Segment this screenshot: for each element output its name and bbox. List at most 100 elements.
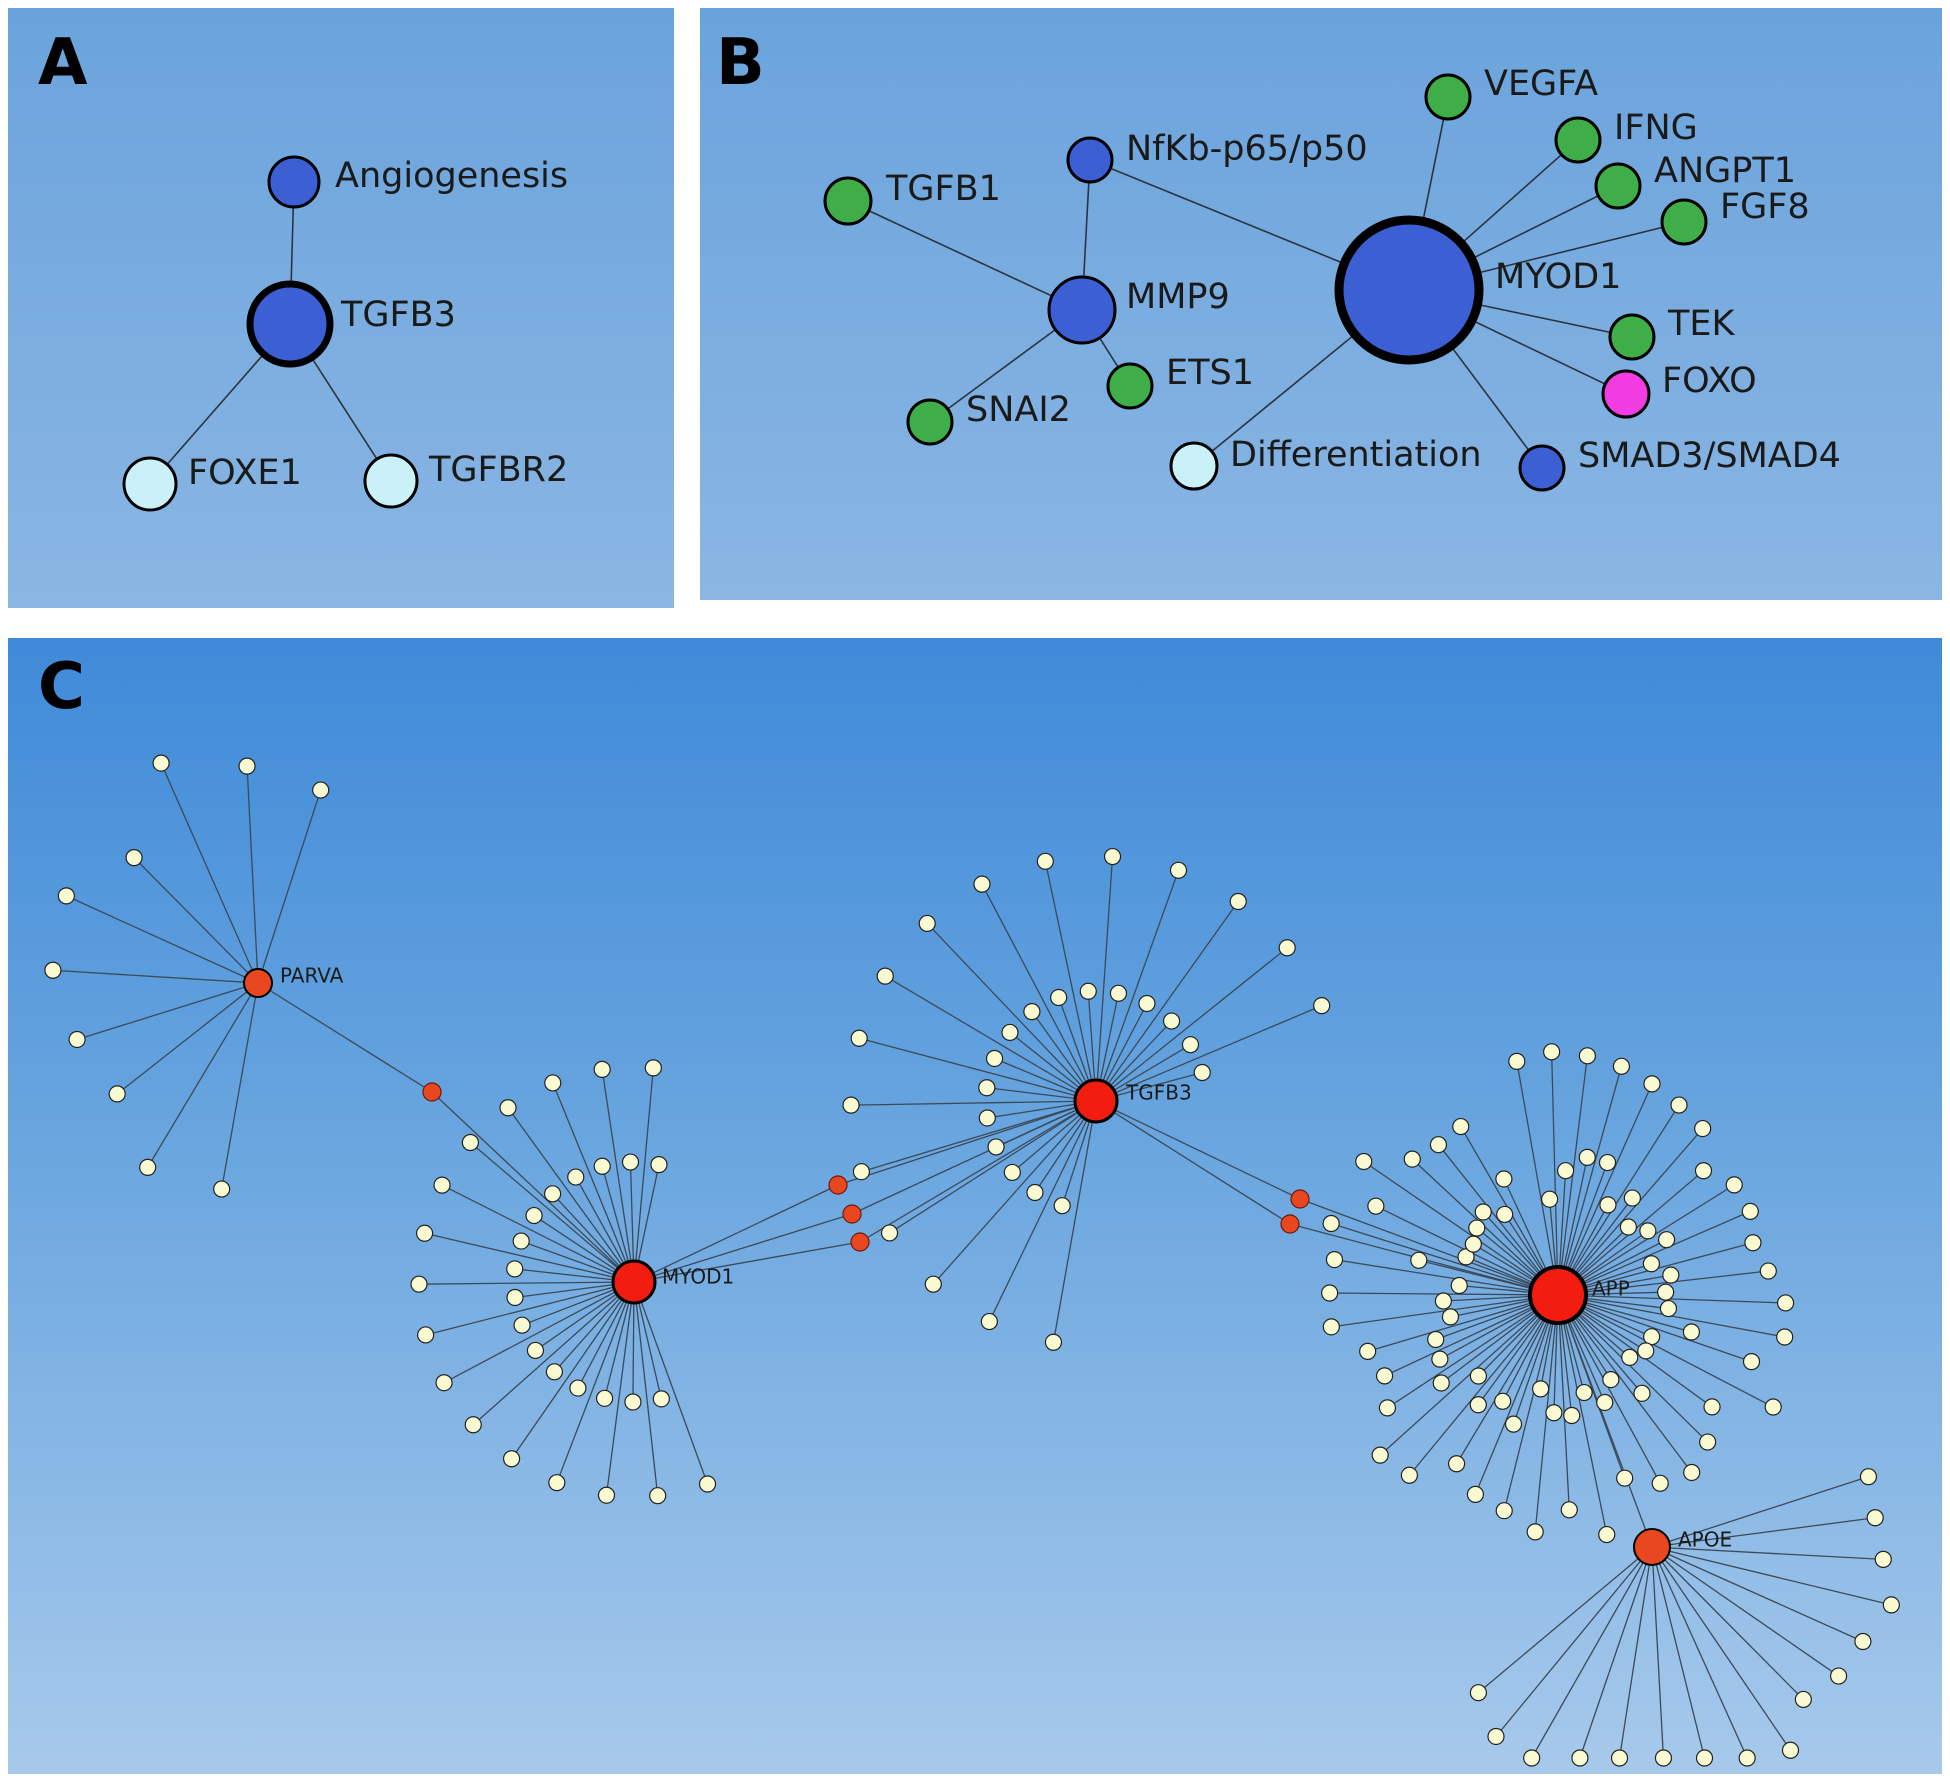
edge-app-leaf-1 [1550,1051,1559,1296]
edge-tgfb3-leaf-18 [981,883,1097,1102]
edge-apoe-leaf-13 [1531,1546,1653,1759]
leaf-node-app-64 [1532,1380,1550,1398]
node-label-snai2: SNAI2 [966,390,1071,430]
edge-app-leaf-4 [1557,1083,1653,1296]
node-ifng [1554,116,1602,164]
edge-l6-tgfb3 [1095,1100,1291,1225]
leaf-node-app-1 [1543,1043,1561,1061]
linker-node-l2 [828,1175,848,1195]
edge-app-leaf-27 [1408,1294,1559,1476]
edge-apoe-leaf-11 [1618,1546,1653,1759]
leaf-node-app-26 [1447,1455,1466,1473]
leaf-node-tgfb3-1 [1053,1197,1071,1215]
edge-mmp9-tgfb1 [847,200,1083,311]
edge-myod1-leaf-18 [424,1232,635,1283]
leaf-node-tgfb3-9 [978,1109,996,1127]
edge-app-leaf-31 [1367,1294,1559,1352]
node-label-mmp9: MMP9 [1126,277,1230,317]
leaf-node-parva-9 [312,781,330,799]
leaf-node-apoe-14 [1487,1727,1505,1746]
leaf-node-parva-5 [57,887,75,905]
leaf-node-app-62 [1563,1406,1581,1425]
leaf-node-myod1-20 [433,1176,451,1194]
edge-tgfb3-leaf-14 [884,975,1097,1102]
edge-myod1-leaf-26 [552,1082,635,1283]
edge-apoe-leaf-14 [1495,1546,1653,1737]
leaf-node-app-8 [1725,1176,1743,1194]
leaf-node-app-31 [1359,1342,1377,1360]
edge-apoe-leaf-7 [1651,1546,1792,1751]
linker-node-l1 [422,1082,442,1102]
edge-l2-myod1 [633,1184,839,1283]
leaf-node-app-24 [1495,1502,1513,1520]
edge-myod1-leaf-14 [425,1281,635,1336]
node-label-foxe1: FOXE1 [188,453,302,493]
leaf-node-app-52 [1657,1283,1675,1301]
node-label-ets1: ETS1 [1166,353,1254,393]
leaf-node-apoe-6 [1794,1690,1812,1709]
leaf-node-myod1-23 [544,1185,562,1203]
leaf-node-app-25 [1466,1485,1485,1503]
edge-app-leaf-19 [1557,1294,1661,1484]
edge-apoe-leaf-9 [1651,1546,1706,1759]
leaf-node-parva-0 [213,1180,231,1198]
edge-app-apoe [1557,1294,1653,1548]
edge-app-leaf-11 [1557,1270,1769,1296]
leaf-node-apoe-4 [1854,1632,1872,1651]
leaf-node-app-45 [1599,1196,1617,1214]
leaf-node-myod1-7 [569,1379,587,1397]
leaf-node-app-63 [1545,1404,1563,1422]
node-mmp9 [1047,275,1117,345]
leaf-node-app-53 [1659,1299,1678,1318]
node-label-smad: SMAD3/SMAD4 [1578,436,1841,476]
leaf-node-tgfb3-29 [1181,1036,1200,1054]
leaf-node-apoe-2 [1874,1550,1892,1568]
edge-app-leaf-14 [1557,1294,1752,1363]
edge-myod1-leaf-8 [511,1281,635,1460]
leaf-node-app-6 [1694,1119,1712,1138]
leaf-node-parva-8 [238,757,256,775]
leaf-node-myod1-1 [652,1390,670,1408]
leaf-node-tgfb3-27 [1162,1012,1181,1030]
leaf-node-tgfb3-25 [1138,994,1156,1013]
node-myod1 [1334,215,1484,365]
leaf-node-app-27 [1400,1466,1418,1484]
leaf-node-app-7 [1694,1162,1713,1180]
leaf-node-apoe-5 [1829,1667,1848,1685]
leaf-node-app-36 [1367,1197,1385,1215]
leaf-node-tgfb3-17 [1023,1003,1041,1021]
leaf-node-app-79 [1474,1203,1492,1221]
hub-label-parva: PARVA [280,964,344,988]
edge-tgfb3-leaf-24 [1095,870,1180,1102]
edge-l3-tgfb3 [851,1100,1097,1215]
node-tek [1608,313,1656,361]
leaf-node-apoe-12 [1571,1749,1589,1767]
leaf-node-app-11 [1759,1262,1777,1280]
edge-myod1-leaf-0 [633,1281,709,1485]
leaf-node-myod1-28 [593,1060,611,1078]
leaf-node-app-5 [1670,1096,1688,1114]
panel-b-letter: B [716,26,765,100]
edge-tgfb3-leaf-4 [932,1100,1097,1285]
edge-apoe-leaf-3 [1651,1546,1892,1606]
leaf-node-app-81 [1495,1170,1513,1188]
edge-myod1-leaf-22 [469,1142,635,1283]
edge-l5-tgfb3 [1095,1100,1301,1200]
node-label-fgf8: FGF8 [1720,187,1810,227]
leaf-node-myod1-4 [597,1486,616,1504]
leaf-node-tgfb3-28 [1278,939,1296,957]
edge-myod1-leaf-20 [441,1184,635,1283]
edge-myod1-leaf-16 [419,1281,635,1285]
panel-c-leaves [44,754,1900,1767]
leaf-node-myod1-3 [624,1393,642,1411]
leaf-node-app-75 [1410,1251,1428,1269]
edge-l2-tgfb3 [837,1100,1097,1186]
edge-myod1-leaf-24 [507,1107,635,1283]
edge-tgfb3-leaf-6 [889,1100,1097,1234]
leaf-node-tgfb3-12 [850,1029,868,1047]
edge-apoe-leaf-12 [1579,1546,1653,1759]
node-label-angpt1: ANGPT1 [1654,151,1796,191]
leaf-node-myod1-16 [410,1275,428,1293]
